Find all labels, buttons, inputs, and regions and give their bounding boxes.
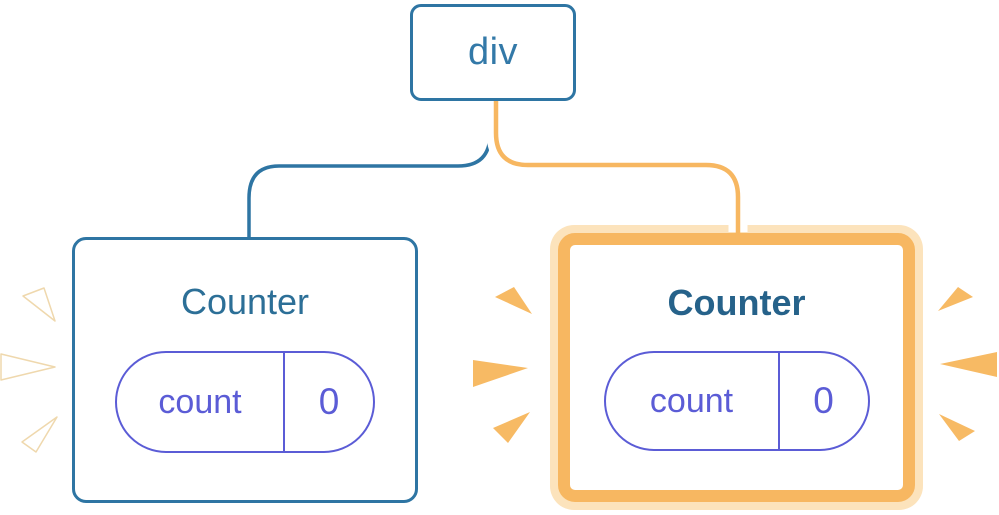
sparkle-burst-white-left bbox=[0, 287, 58, 453]
sparkle-wedge-icon bbox=[0, 353, 56, 381]
state-key: count bbox=[649, 381, 734, 420]
state-key: count bbox=[158, 382, 242, 421]
state-value: 0 bbox=[813, 380, 834, 421]
sparkle-wedge-icon bbox=[940, 352, 997, 377]
root-div-label: div bbox=[467, 31, 519, 73]
sparkle-wedge-icon bbox=[473, 360, 528, 387]
root-div-node: div bbox=[410, 4, 576, 101]
sparkle-burst-orange-right bbox=[938, 287, 997, 441]
sparkle-wedge-icon bbox=[939, 414, 975, 441]
connector-div-to-left-counter bbox=[247, 98, 492, 242]
sparkle-wedge-icon bbox=[493, 412, 530, 443]
sparkle-wedge-icon bbox=[22, 287, 56, 322]
counter-node-left: Counter count 0 bbox=[72, 237, 418, 503]
sparkle-wedge-icon bbox=[21, 416, 58, 453]
state-value: 0 bbox=[318, 381, 340, 422]
counter-node-right: Counter count 0 bbox=[558, 233, 915, 502]
state-pill: count 0 bbox=[115, 351, 375, 453]
sparkle-burst-orange-left bbox=[473, 287, 532, 443]
sparkle-wedge-icon bbox=[938, 287, 973, 311]
sparkle-wedge-icon bbox=[495, 287, 532, 314]
state-pill-divider bbox=[777, 353, 780, 449]
counter-node-right-glow: Counter count 0 bbox=[550, 225, 923, 510]
counter-title: Counter bbox=[180, 281, 310, 322]
connector-div-to-right-counter-casing bbox=[486, 98, 748, 238]
state-pill-divider bbox=[283, 353, 285, 451]
connector-div-to-right-counter bbox=[493, 98, 741, 238]
counter-title: Counter bbox=[667, 282, 806, 323]
state-pill: count 0 bbox=[603, 351, 870, 451]
